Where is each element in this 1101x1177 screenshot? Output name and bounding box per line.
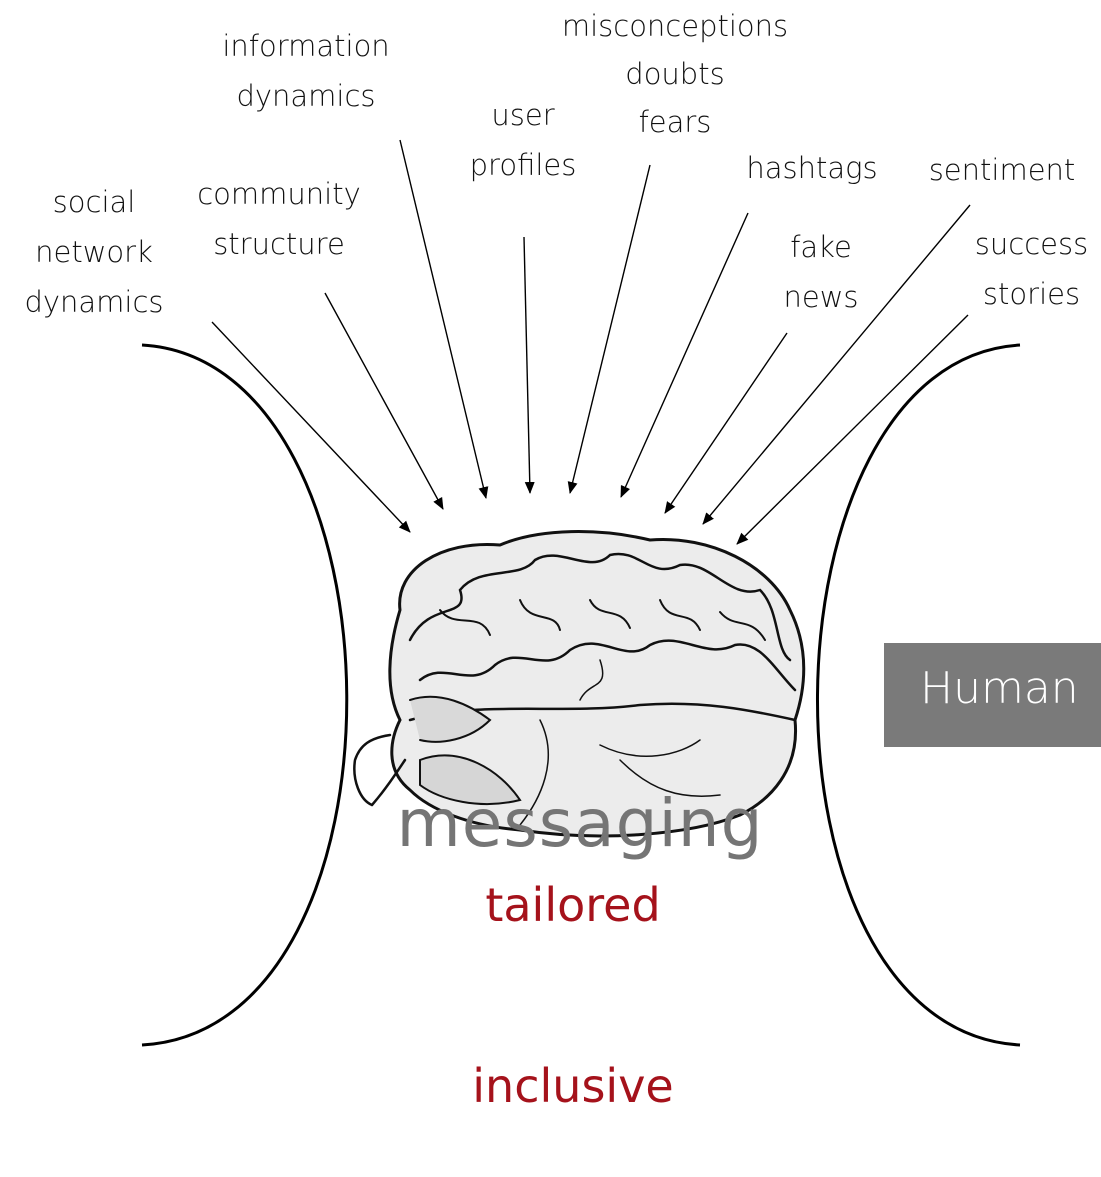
arrow-success-stories [736,314,969,545]
arrow-information-dynamics [399,139,489,499]
label-line: hashtags [746,151,878,185]
arrow-misconceptions [567,164,651,494]
label-line: doubts [625,57,725,91]
label-line: social [52,185,136,219]
label-line: structure [213,227,345,261]
arrow-hashtags [620,212,749,498]
label-sentiment: sentiment [912,145,1092,195]
label-line: user [491,98,555,132]
messaging-title: messaging [396,785,764,862]
arrow-sentiment [702,204,971,525]
label-line: information [222,29,390,63]
label-line: news [783,280,859,314]
quality-inclusive: inclusive [472,1059,674,1113]
label-success-stories: success stories [962,219,1101,319]
right-bracket [816,343,1021,1047]
label-social-network-dynamics: social network dynamics [8,177,180,327]
human-box-label: Human [920,663,1079,714]
label-user-profiles: user profiles [450,90,596,190]
label-hashtags: hashtags [733,143,891,193]
label-misconceptions: misconceptions doubts fears [538,1,812,147]
label-line: misconceptions [561,9,789,43]
quality-tailored: tailored [485,878,661,932]
label-line: stories [982,277,1081,311]
left-bracket [141,343,349,1047]
human-box: Human [884,643,1101,747]
label-line: dynamics [24,285,164,319]
label-line: network [35,235,153,269]
label-line: success [974,227,1089,261]
brain-illustration [353,530,806,838]
arrow-community-structure [324,292,444,510]
label-fake-news: fake news [762,222,880,322]
arrow-fake-news [664,332,788,514]
label-line: community [197,177,361,211]
label-line: dynamics [236,79,376,113]
arrow-user-profiles [523,236,535,494]
label-line: sentiment [928,153,1076,187]
arrow-social-network-dynamics [211,321,411,533]
label-line: profiles [469,148,577,182]
label-information-dynamics: information dynamics [200,21,412,121]
label-community-structure: community structure [178,169,380,269]
label-line: fake [790,230,852,264]
label-line: fears [638,105,712,139]
